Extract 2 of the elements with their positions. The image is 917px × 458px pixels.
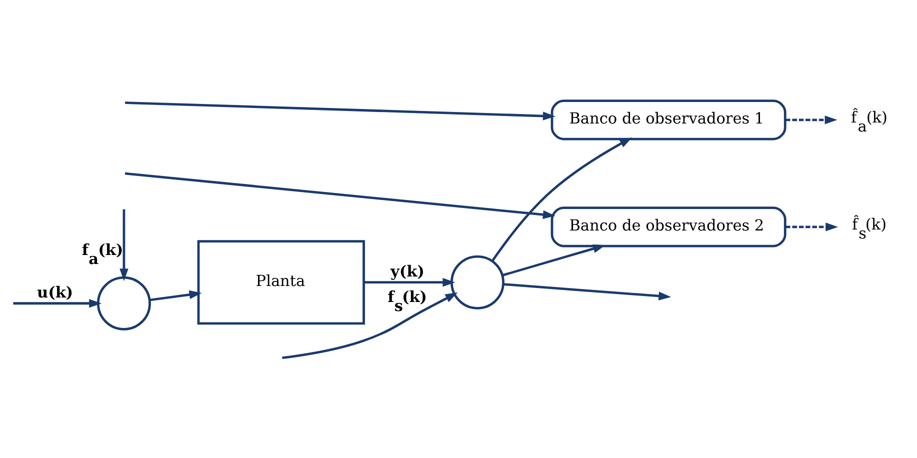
edge-label: u(k)	[37, 282, 74, 301]
edge-label: y(k)	[390, 262, 424, 280]
